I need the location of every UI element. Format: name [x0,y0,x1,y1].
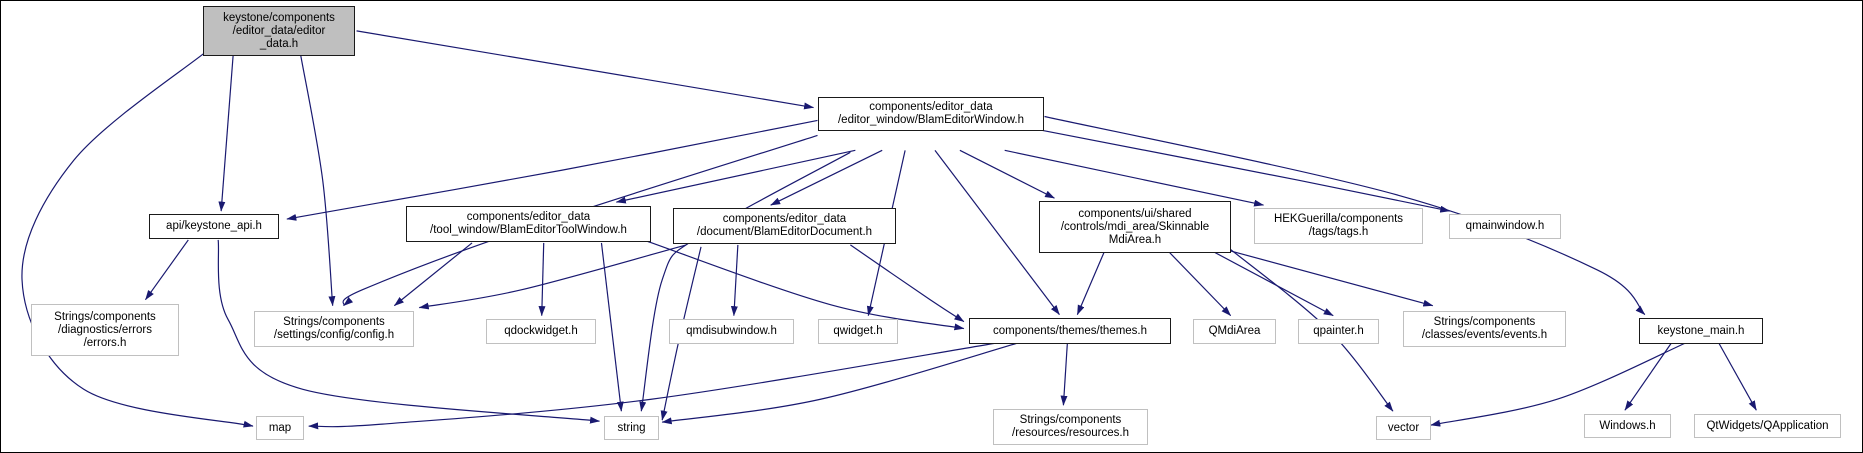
edge-tool_window-themes [646,240,965,331]
edge-tool_window-config [393,242,473,307]
edge-themes-map [308,341,1000,430]
graph-node-editor_data: keystone/components /editor_data/editor … [203,6,355,56]
edge-keystone_main-windows_h [1624,342,1673,411]
edge-themes-string [661,341,1020,425]
edge-editor_data-blam_editor_window [356,30,815,110]
edge-skinnable_mdi_area-themes [1076,251,1105,316]
graph-node-keystone_main[interactable]: keystone_main.h [1639,318,1763,344]
graph-node-themes[interactable]: components/themes/themes.h [969,318,1171,344]
edge-keystone_api-errors [145,239,189,301]
edge-keystone_main-vector [1430,341,1687,427]
edge-skinnable_mdi_area-qpainter [1213,251,1334,317]
graph-node-config[interactable]: Strings/components /settings/config/conf… [254,311,414,347]
graph-node-qdockwidget[interactable]: qdockwidget.h [486,319,596,344]
edge-editor_data-config [300,55,336,307]
graph-node-skinnable_mdi_area[interactable]: components/ui/shared /controls/mdi_area/… [1039,201,1231,253]
graph-node-tool_window[interactable]: components/editor_data /tool_window/Blam… [406,206,651,242]
graph-node-keystone_api[interactable]: api/keystone_api.h [149,214,279,239]
edge-tool_window-qdockwidget [538,242,546,317]
graph-node-resources[interactable]: Strings/components /resources/resources.… [993,409,1148,445]
graph-node-qwidget[interactable]: qwidget.h [818,319,898,344]
graph-node-events[interactable]: Strings/components /classes/events/event… [1403,311,1566,347]
edge-skinnable_mdi_area-qmdiarea [1168,251,1232,317]
graph-node-errors[interactable]: Strings/components /diagnostics/errors /… [31,304,179,356]
graph-node-document[interactable]: components/editor_data /document/BlamEdi… [673,208,896,244]
edge-blam_editor_window-tags [1004,149,1265,207]
edge-blam_editor_window-qmainwindow [1042,129,1451,213]
edge-blam_editor_window-keystone_api [286,119,818,221]
edge-document-themes [850,244,965,323]
edge-blam_editor_window-skinnable_mdi_area [959,149,1055,199]
graph-node-qapplication[interactable]: QtWidgets/QApplication [1694,414,1841,438]
edge-skinnable_mdi_area-events [1226,249,1434,307]
graph-node-windows_h[interactable]: Windows.h [1584,414,1671,438]
graph-node-qmainwindow[interactable]: qmainwindow.h [1449,214,1561,239]
edge-blam_editor_window-tool_window [615,149,856,204]
graph-node-blam_editor_window[interactable]: components/editor_data /editor_window/Bl… [818,97,1044,131]
graph-node-qpainter[interactable]: qpainter.h [1298,319,1379,344]
graph-node-tags[interactable]: HEKGuerilla/components /tags/tags.h [1254,208,1423,244]
edge-blam_editor_window-string [639,151,851,412]
edge-themes-resources [1060,342,1068,406]
edge-document-config [418,244,687,310]
graph-node-qmdiarea[interactable]: QMdiArea [1193,319,1276,344]
edge-editor_data-keystone_api [218,55,234,212]
graph-node-string[interactable]: string [604,416,659,440]
graph-node-qmdisubwindow[interactable]: qmdisubwindow.h [669,319,794,344]
edge-keystone_main-qapplication [1717,342,1757,411]
edge-document-qmdisubwindow [730,244,739,317]
graph-node-map[interactable]: map [256,416,304,440]
edge-tool_window-string [600,242,624,412]
graph-node-vector[interactable]: vector [1376,416,1431,440]
edge-blam_editor_window-document [770,149,883,206]
